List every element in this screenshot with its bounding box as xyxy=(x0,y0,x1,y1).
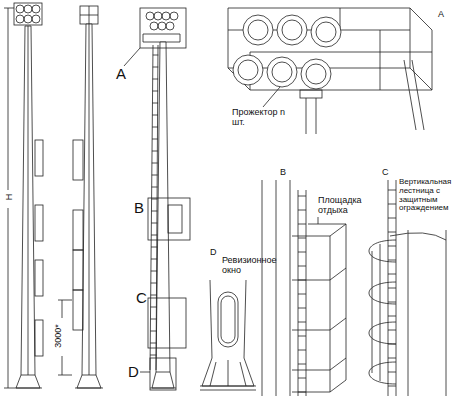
callout-letter: B xyxy=(134,200,144,217)
part-label: Прожектор n шт. xyxy=(232,108,292,128)
mast-2 xyxy=(73,6,103,388)
callout-letter: D xyxy=(128,364,139,381)
detail-d xyxy=(200,280,256,390)
dimension-label: 3000* xyxy=(54,324,64,348)
detail-letter: B xyxy=(280,168,286,178)
detail-letter: A xyxy=(438,10,444,20)
part-label: Вертикальная лестница с защитным огражде… xyxy=(399,178,455,213)
height-dimension xyxy=(4,8,14,388)
mast-3 xyxy=(143,12,182,388)
detail-letter: C xyxy=(382,168,389,178)
callout-letter: C xyxy=(136,290,147,307)
height-dimension-label: H xyxy=(5,194,15,201)
part-label: Ревизионное окно xyxy=(222,256,282,276)
detail-a xyxy=(228,8,432,134)
part-label: Площадка отдыха xyxy=(318,196,358,216)
mast-1 xyxy=(14,3,43,388)
detail-c xyxy=(369,180,446,396)
detail-letter: D xyxy=(210,248,217,258)
callout-frames xyxy=(124,8,190,390)
callout-letter: A xyxy=(116,66,126,83)
